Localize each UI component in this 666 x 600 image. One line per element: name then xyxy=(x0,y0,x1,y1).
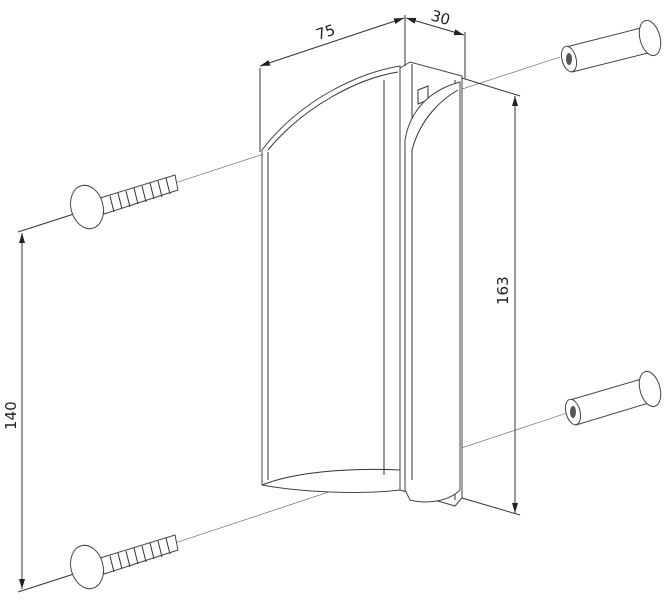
screw-top-left xyxy=(70,174,179,230)
depth-label: 30 xyxy=(429,7,452,30)
sleeve-nut-bottom-right xyxy=(564,370,662,426)
sleeve-nut-top-right xyxy=(560,19,662,73)
handle-body xyxy=(261,65,461,503)
width-dimension-line xyxy=(259,17,405,67)
depth-dimension-line xyxy=(405,17,465,36)
width-label: 75 xyxy=(314,21,338,44)
spacing-label: 140 xyxy=(2,401,20,430)
height-label: 163 xyxy=(494,276,512,305)
screw-bottom-left xyxy=(70,534,179,590)
